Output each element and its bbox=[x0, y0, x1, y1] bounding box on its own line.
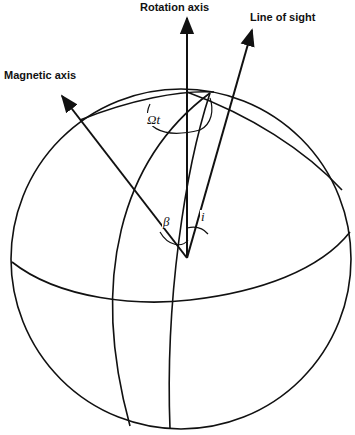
axis-label: Magnetic axis bbox=[4, 70, 76, 81]
equator bbox=[12, 232, 350, 302]
sphere-outline bbox=[11, 89, 351, 429]
line-of-sight bbox=[187, 30, 252, 258]
rotation-axis bbox=[186, 18, 188, 258]
axis-label: Line of sight bbox=[250, 12, 315, 23]
angle-label: i bbox=[200, 210, 206, 223]
angle-label: β bbox=[162, 215, 170, 228]
axis-label: Rotation axis bbox=[140, 2, 209, 13]
angle-label: Ωt bbox=[146, 113, 161, 126]
i-arc bbox=[187, 227, 208, 234]
magnetic-axis bbox=[62, 96, 187, 258]
meridian-rotation bbox=[169, 93, 210, 429]
